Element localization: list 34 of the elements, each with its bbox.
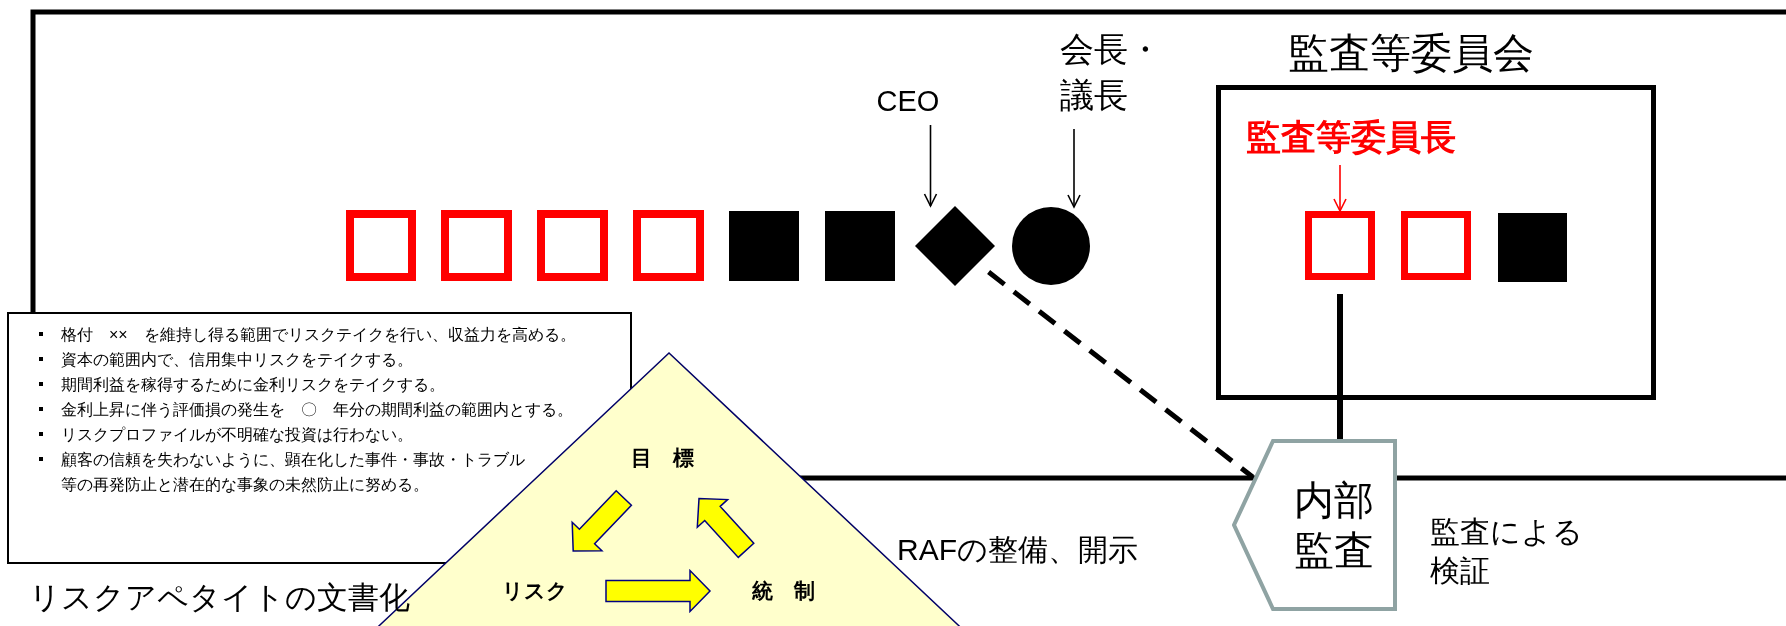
bullet-text: 顧客の信頼を失わないように、顕在化した事件・事故・トラブル等の再発防止と潜在的な事象の未然防止に努める。: [61, 450, 526, 495]
bullet-text: 格付 ×× を維持し得る範囲でリスクテイクを行い、収益力を高める。: [61, 325, 577, 345]
open-square: [1401, 211, 1471, 280]
open-square: [346, 210, 416, 281]
leader-arrow: [1333, 164, 1347, 212]
note-label: RAFの整備、開示: [897, 532, 1138, 568]
committee-heading: 監査等委員会: [1288, 29, 1534, 78]
pentagon-box: 内部監査: [1232, 439, 1397, 611]
triangle-label: リスク: [500, 577, 570, 605]
block-arrow: [605, 568, 712, 614]
block-arrow: [696, 497, 755, 559]
open-square: [537, 210, 608, 281]
open-square: [1305, 211, 1375, 280]
chair-label: 監査等委員長: [1246, 114, 1516, 160]
caption-text: 監査による検証: [1430, 514, 1584, 589]
triangle-label: 統 制: [746, 577, 820, 605]
dashed-connector: [987, 270, 1255, 479]
leader-arrow: [923, 124, 938, 207]
triangle-label: 目 標: [625, 444, 699, 472]
bullet-text: 金利上昇に伴う評価損の発生を 〇 年分の期間利益の範囲内とする。: [61, 400, 574, 420]
open-square: [633, 210, 704, 281]
bullet-text: リスクプロファイルが不明確な投資は行わない。: [61, 425, 414, 445]
bullet-text: 期間利益を稼得するために金利リスクをテイクする。: [61, 375, 446, 395]
leader-arrow: [1067, 128, 1081, 208]
role-label: CEO: [870, 82, 946, 120]
open-square: [441, 210, 512, 281]
filled-square: [1498, 213, 1567, 282]
bullet-text: 資本の範囲内で、信用集中リスクをテイクする。: [61, 350, 414, 370]
block-arrow: [571, 489, 633, 552]
connector-line: [1337, 294, 1343, 439]
filled-square: [729, 211, 799, 281]
role-label: 会長・議長: [1058, 26, 1168, 124]
filled-square: [825, 211, 895, 281]
caption-text: リスクアペタイトの文書化: [29, 579, 410, 617]
